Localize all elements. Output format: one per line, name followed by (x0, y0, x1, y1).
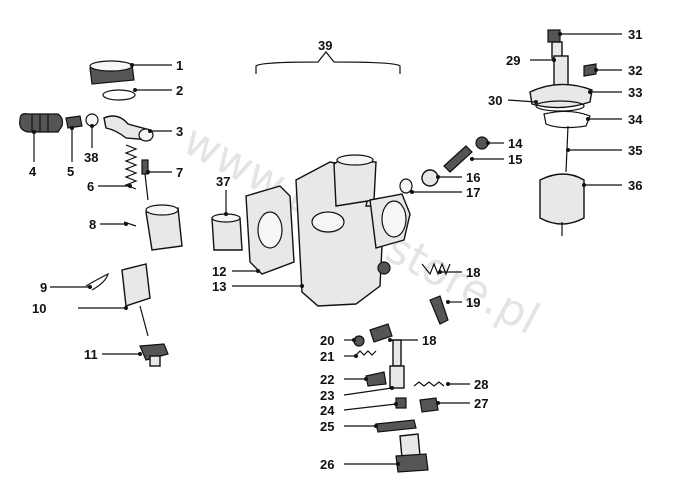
part-7-needle (141, 159, 149, 201)
part-26-drain-plug (395, 433, 429, 473)
part-21-small-spring (355, 350, 377, 356)
part-27-fitting (419, 397, 439, 413)
label-34: 34 (628, 112, 643, 127)
label-35: 35 (628, 143, 642, 158)
label-33: 33 (628, 85, 642, 100)
label-30: 30 (488, 93, 502, 108)
label-17: 17 (466, 185, 480, 200)
label-20: 20 (320, 333, 334, 348)
label-5: 5 (67, 164, 74, 179)
part-32-fitting (583, 63, 597, 77)
part-6-spring (124, 144, 138, 190)
label-37: 37 (216, 174, 230, 189)
leader-dots (32, 32, 598, 466)
part-1-knurled-cap (89, 60, 135, 85)
label-36: 36 (628, 178, 642, 193)
label-21: 21 (320, 349, 334, 364)
label-11: 11 (84, 347, 98, 362)
label-25: 25 (320, 419, 334, 434)
label-16: 16 (466, 170, 480, 185)
label-22: 22 (320, 372, 334, 387)
part-19-screw (429, 295, 449, 325)
part-23-needle-jet (389, 339, 405, 389)
part-4-rubber-boot (19, 113, 64, 133)
part-number-labels: 1 2 3 4 5 38 6 7 8 9 10 11 39 37 12 13 1… (29, 27, 643, 472)
label-28: 28 (474, 377, 488, 392)
label-10: 10 (32, 301, 46, 316)
part-9-clip (85, 272, 109, 291)
part-28-spring (413, 381, 445, 387)
label-29: 29 (506, 53, 520, 68)
part-15-screw (443, 145, 473, 173)
part-11-fitting (139, 343, 169, 367)
label-32: 32 (628, 63, 642, 78)
part-16-collar (421, 169, 439, 187)
label-8: 8 (89, 217, 96, 232)
part-10-float (121, 263, 151, 337)
part-18b-nut (369, 323, 393, 343)
part-37-sleeve (211, 213, 243, 251)
label-7: 7 (176, 165, 183, 180)
label-12: 12 (212, 264, 226, 279)
label-14: 14 (508, 136, 523, 151)
assembly-39-bracket (255, 51, 401, 74)
leader-lines (33, 33, 622, 465)
label-27: 27 (474, 396, 488, 411)
label-2: 2 (176, 83, 183, 98)
label-3: 3 (176, 124, 183, 139)
part-18-spring (421, 262, 451, 276)
part-8-throttle-slide (123, 204, 183, 251)
part-17-washer (399, 178, 413, 194)
part-29-tower (553, 55, 569, 87)
part-12-flange (245, 185, 295, 275)
label-26: 26 (320, 457, 334, 472)
label-1: 1 (176, 58, 183, 73)
label-23: 23 (320, 388, 334, 403)
label-9: 9 (40, 280, 47, 295)
label-13: 13 (212, 279, 226, 294)
label-19: 19 (466, 295, 480, 310)
part-22-nut (365, 371, 387, 387)
label-24: 24 (320, 403, 335, 418)
label-18: 18 (466, 265, 480, 280)
part-3-elbow-fitting (103, 115, 154, 142)
part-5-adjuster (65, 115, 83, 129)
part-34-gasket (543, 110, 591, 129)
label-39: 39 (318, 38, 332, 53)
label-31: 31 (628, 27, 642, 42)
label-6: 6 (87, 179, 94, 194)
label-18-lower: 18 (422, 333, 436, 348)
part-36-float (539, 173, 585, 236)
part-25-gasket (375, 419, 417, 433)
part-2-o-ring (102, 89, 136, 101)
label-38: 38 (84, 150, 98, 165)
part-13-carburetor-body (295, 154, 411, 307)
label-4: 4 (29, 164, 37, 179)
label-15: 15 (508, 152, 522, 167)
